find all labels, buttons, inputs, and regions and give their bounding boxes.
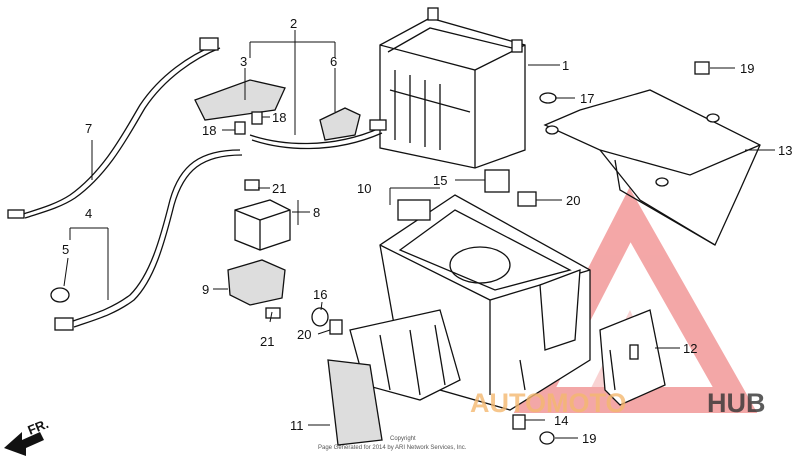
battery [379, 7, 526, 169]
callout-9: 9 [202, 282, 209, 297]
leader-lines [63, 30, 775, 439]
callout-15: 15 [433, 173, 447, 188]
callout-16: 16 [313, 287, 327, 302]
callout-8: 8 [313, 205, 320, 220]
callout-labels: 1 2 3 4 5 6 7 8 9 10 11 12 13 14 15 16 1… [62, 16, 792, 446]
front-direction-arrow: FR. [4, 416, 51, 456]
callout-12: 12 [683, 341, 697, 356]
battery-holder-plate [543, 89, 761, 246]
callout-17: 17 [580, 91, 594, 106]
copyright-line-2: Page Generated for 2014 by ARI Network S… [318, 445, 467, 451]
callout-1: 1 [562, 58, 569, 73]
terminal-cover [194, 79, 286, 121]
callout-19-top: 19 [740, 61, 754, 76]
starter-relay [234, 199, 291, 251]
rubber-mat [327, 359, 383, 446]
callout-20-right: 20 [566, 193, 580, 208]
fasteners [234, 61, 710, 445]
callout-21-top: 21 [272, 181, 286, 196]
callout-18-right: 18 [272, 110, 286, 125]
callout-5: 5 [62, 242, 69, 257]
callout-10: 10 [357, 181, 371, 196]
callout-20-left: 20 [297, 327, 311, 342]
cable-starter [50, 149, 243, 331]
callout-6: 6 [330, 54, 337, 69]
cable-negative [7, 37, 221, 219]
callout-11: 11 [290, 418, 304, 433]
side-cover-plate [599, 309, 666, 406]
callout-13: 13 [778, 143, 792, 158]
callout-3: 3 [240, 54, 247, 69]
relay-rubber [227, 259, 286, 306]
watermark-word-2: HUB [707, 388, 766, 418]
callout-21-bottom: 21 [260, 334, 274, 349]
callout-18-left: 18 [202, 123, 216, 138]
watermark-text: AUTOMOTO HUB [470, 388, 766, 418]
direction-label: FR. [26, 416, 51, 438]
callout-19-bottom: 19 [582, 431, 596, 446]
callout-7: 7 [85, 121, 92, 136]
watermark-word-1: AUTOMOTO [470, 388, 627, 418]
callout-2: 2 [290, 16, 297, 31]
cable-positive [249, 119, 387, 150]
terminal-cover-small [319, 107, 361, 141]
copyright-line-1: Copyright [390, 436, 416, 442]
callout-4: 4 [85, 206, 92, 221]
callout-14: 14 [554, 413, 568, 428]
